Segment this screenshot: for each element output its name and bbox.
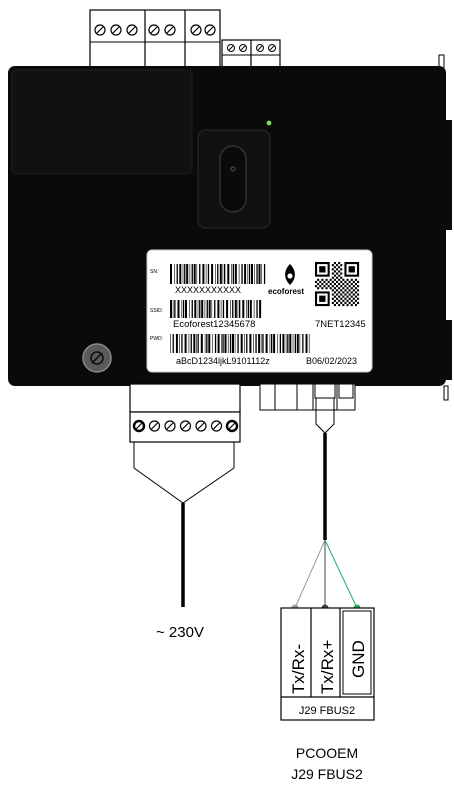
ssid-prefix: SSID:	[150, 308, 163, 314]
power-cable	[133, 442, 235, 607]
sn-value: XXXXXXXXXXX	[175, 285, 241, 295]
connector-name: J29 FBUS2	[299, 705, 355, 717]
sn-prefix: SN:	[150, 269, 158, 275]
voltage-label: ~ 230V	[156, 624, 204, 641]
bottom-connectors	[259, 383, 449, 411]
pin-tx-minus: Tx/Rx-	[289, 644, 308, 694]
bus-cable	[291, 398, 361, 612]
barcode-ssid	[170, 300, 262, 318]
barcode-pwd	[170, 334, 310, 353]
ecoforest-logo	[285, 264, 295, 285]
product-label: SN: XXXXXXXXXXX SSID: Ecoforest12345678 …	[146, 249, 373, 373]
j29-connector: Tx/Rx- Tx/Rx+ GND J29 FBUS2	[280, 607, 375, 721]
ssid-value: Ecoforest12345678	[173, 319, 255, 330]
pwd-prefix: PWD:	[150, 336, 163, 342]
brand-name: ecoforest	[268, 287, 304, 296]
power-terminal-block	[129, 383, 241, 443]
wire-gnd	[324, 539, 358, 609]
top-terminal-blocks	[89, 9, 445, 70]
model-code: 7NET12345	[315, 319, 366, 330]
pwd-value: aBcD1234ljkL9101112z	[176, 356, 270, 366]
manufacture-date: B06/02/2023	[306, 356, 357, 366]
caption-line-1: PCOOEM	[296, 745, 358, 761]
status-led	[266, 120, 272, 126]
caption-line-2: J29 FBUS2	[291, 766, 363, 782]
pin-tx-plus: Tx/Rx+	[318, 640, 337, 694]
barcode-sn	[170, 264, 266, 284]
qr-code	[315, 262, 360, 307]
wire-tx-minus	[294, 539, 326, 609]
pin-gnd: GND	[349, 640, 368, 678]
